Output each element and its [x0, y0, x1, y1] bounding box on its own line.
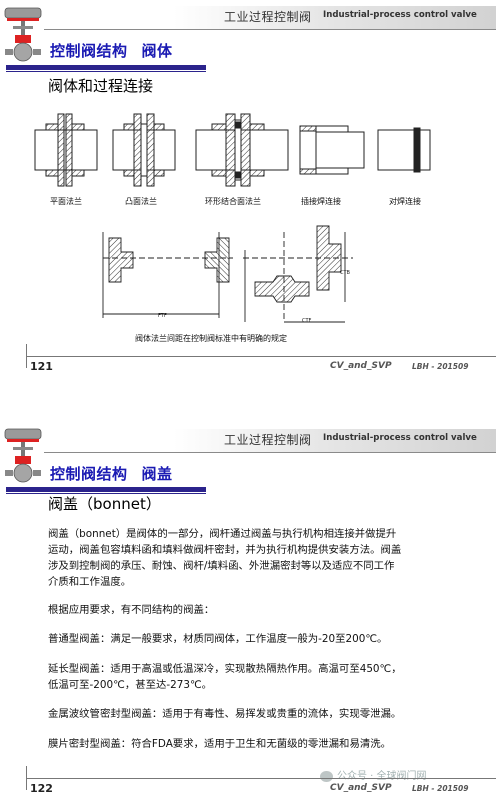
section-title: 控制阀结构阀盖 — [50, 465, 173, 483]
socket-weld-drawing — [299, 125, 365, 175]
header-title-cn: 工业过程控制阀 — [224, 10, 312, 24]
slide-footer: 121 CV_and_SVP LBH - 201509 — [0, 344, 496, 378]
wechat-icon — [320, 770, 333, 782]
slide-header: 工业过程控制阀 Industrial-process control valve — [0, 0, 496, 30]
footer-author: CV_and_SVP — [330, 783, 392, 793]
ctb-label: CTB — [340, 270, 350, 276]
drawing-caption: 阀体法兰间距在控制阀标准中有明确的规定 — [135, 334, 287, 343]
label-butt-weld: 对焊连接 — [389, 197, 421, 206]
slide-header: 工业过程控制阀 Industrial-process control valve — [0, 423, 496, 453]
paragraph-extended-bonnet: 延长型阀盖：适用于高温或低温深冷，实现散热隔热作用。高温可至450℃， 低温可至… — [48, 663, 402, 691]
paragraph-types-intro: 根据应用要求，有不同结构的阀盖： — [48, 604, 215, 616]
watermark: 公众号 · 全球阀门网 — [320, 767, 427, 782]
flat-flange-drawing — [34, 113, 98, 187]
label-flat-flange: 平面法兰 — [50, 197, 82, 206]
slide-122: 工业过程控制阀 Industrial-process control valve… — [0, 399, 496, 799]
label-ring-joint: 环形结合面法兰 — [205, 197, 261, 206]
valve-logo-icon — [4, 428, 42, 483]
valve-logo-icon — [4, 7, 42, 62]
header-title-cn: 工业过程控制阀 — [224, 433, 312, 447]
ctf-label: CTF — [302, 318, 312, 324]
header-title-en: Industrial-process control valve — [323, 10, 477, 20]
ring-joint-flange-drawing — [195, 113, 289, 187]
title-underline — [6, 487, 206, 492]
paragraph-standard-bonnet: 普通型阀盖：满足一般要求，材质同阀体，工作温度一般为-20至200℃。 — [48, 633, 388, 645]
raised-face-flange-drawing — [112, 113, 176, 187]
paragraph-intro: 阀盖（bonnet）是阀体的一部分，阀杆通过阀盖与执行机构相连接并做提升 运动，… — [48, 528, 402, 588]
slide-subtitle: 阀盖（bonnet） — [48, 495, 161, 513]
page-number: 122 — [30, 782, 53, 795]
slide-footer: 122 CV_and_SVP LBH - 201509 — [0, 766, 496, 799]
section-title: 控制阀结构阀体 — [50, 42, 173, 60]
page-number: 121 — [30, 360, 53, 373]
title-underline — [6, 65, 206, 70]
butt-weld-drawing — [377, 127, 431, 173]
slide-subtitle: 阀体和过程连接 — [48, 77, 154, 95]
header-title-en: Industrial-process control valve — [323, 433, 477, 443]
slide-121: 工业过程控制阀 Industrial-process control valve… — [0, 0, 496, 378]
label-raised-face: 凸面法兰 — [125, 197, 157, 206]
paragraph-bellows-bonnet: 金属波纹管密封型阀盖：适用于有毒性、易挥发或贵重的流体，实现零泄漏。 — [48, 708, 402, 720]
footer-code: LBH - 201509 — [412, 362, 469, 371]
connection-drawings — [34, 113, 431, 187]
footer-author: CV_and_SVP — [330, 361, 392, 371]
slide-separator — [0, 378, 496, 399]
ftf-label: FTF — [158, 313, 167, 319]
paragraph-diaphragm-bonnet: 膜片密封型阀盖：符合FDA要求，适用于卫生和无菌级的零泄漏和易清洗。 — [48, 738, 392, 750]
footer-code: LBH - 201509 — [412, 784, 469, 793]
flange-dimension-drawing — [102, 225, 353, 323]
label-socket-weld: 插接焊连接 — [301, 197, 341, 206]
